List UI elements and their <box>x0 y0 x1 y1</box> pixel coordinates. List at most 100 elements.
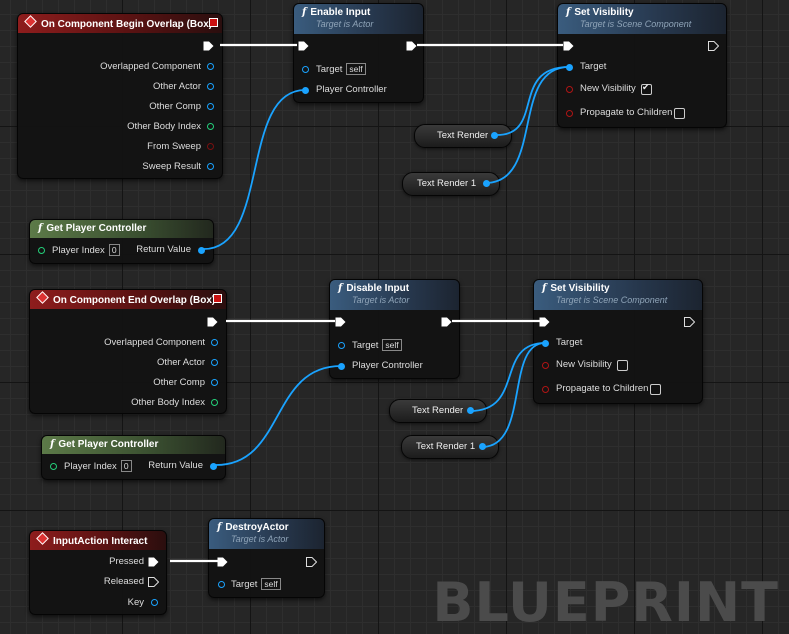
other-comp-pin[interactable] <box>211 379 218 386</box>
new-visibility-checkbox[interactable] <box>641 82 652 95</box>
variable-text-render[interactable]: Text Render <box>389 399 487 423</box>
player-index-pin[interactable] <box>50 463 57 470</box>
pin-label: From Sweep <box>147 141 201 152</box>
exec-in-pin[interactable] <box>563 41 574 51</box>
key-pin[interactable] <box>151 599 158 606</box>
overlapped-component-pin[interactable] <box>207 63 214 70</box>
node-subtitle: Target is Actor <box>231 534 289 544</box>
pin-label: Sweep Result <box>142 161 201 172</box>
node-inputaction-interact[interactable]: InputAction Interact Pressed Released Ke… <box>29 530 167 615</box>
other-body-index-pin[interactable] <box>207 123 214 130</box>
exec-out-pin[interactable] <box>708 41 719 51</box>
function-icon: f <box>542 283 547 294</box>
variable-label: Text Render 1 <box>417 178 477 189</box>
other-actor-pin[interactable] <box>211 359 218 366</box>
released-exec-pin[interactable] <box>148 577 159 587</box>
pin-label: Other Body Index <box>131 397 205 408</box>
exec-out-pin[interactable] <box>207 317 218 327</box>
node-title: Set Visibility <box>550 283 610 294</box>
pin-label: Player Controller <box>316 84 387 95</box>
pin-label: Return Value <box>148 460 203 471</box>
target-pin[interactable] <box>338 342 345 349</box>
player-index-pin[interactable] <box>38 247 45 254</box>
player-controller-wire <box>203 89 306 250</box>
target-pin[interactable] <box>218 581 225 588</box>
pin-label: Key <box>127 597 144 608</box>
exec-in-pin[interactable] <box>539 317 550 327</box>
exec-out-pin[interactable] <box>441 317 452 327</box>
pin-label: Other Body Index <box>127 121 201 132</box>
exec-out-pin[interactable] <box>684 317 695 327</box>
node-on-component-end-overlap[interactable]: On Component End Overlap (Box) Overlappe… <box>29 289 227 414</box>
from-sweep-pin[interactable] <box>207 143 214 150</box>
propagate-to-children-pin[interactable] <box>566 110 573 117</box>
return-value-pin[interactable] <box>210 463 217 470</box>
function-icon: f <box>50 439 55 450</box>
propagate-to-children-checkbox[interactable] <box>650 384 661 395</box>
function-icon: f <box>302 7 307 18</box>
variable-label: Text Render <box>437 130 489 141</box>
player-index-box[interactable]: 0 <box>108 244 120 256</box>
propagate-to-children-checkbox[interactable] <box>674 108 685 119</box>
new-visibility-checkbox[interactable] <box>617 360 628 371</box>
pin-label: Released <box>103 576 144 587</box>
new-visibility-pin[interactable] <box>566 86 573 93</box>
variable-text-render-1[interactable]: Text Render 1 <box>401 435 499 459</box>
pin-label: Pressed <box>109 556 144 567</box>
exec-in-pin[interactable] <box>217 557 228 567</box>
node-title: On Component End Overlap (Box) <box>53 295 216 306</box>
node-subtitle: Target is Scene Component <box>556 295 668 305</box>
other-body-index-pin[interactable] <box>211 399 218 406</box>
player-index-box[interactable]: 0 <box>120 460 132 472</box>
pin-label: Player Controller <box>352 360 423 371</box>
return-value-pin[interactable] <box>198 247 205 254</box>
pin-label: Return Value <box>136 244 191 255</box>
delegate-pin-icon[interactable] <box>213 294 222 303</box>
function-icon: f <box>338 283 343 294</box>
text-render-wire <box>496 66 570 136</box>
variable-text-render[interactable]: Text Render <box>414 124 512 148</box>
propagate-to-children-pin[interactable] <box>542 386 549 393</box>
exec-out-pin[interactable] <box>306 557 317 567</box>
exec-out-pin[interactable] <box>406 41 417 51</box>
other-comp-pin[interactable] <box>207 103 214 110</box>
sweep-result-pin[interactable] <box>207 163 214 170</box>
pin-label: Propagate to Children <box>580 107 673 118</box>
blueprint-watermark: BLUEPRINT <box>432 571 779 634</box>
target-pin[interactable] <box>302 66 309 73</box>
node-header: On Component Begin Overlap (Box) <box>18 14 222 33</box>
node-header: On Component End Overlap (Box) <box>30 290 226 309</box>
overlapped-component-pin[interactable] <box>211 339 218 346</box>
node-on-component-begin-overlap[interactable]: On Component Begin Overlap (Box) Overlap… <box>17 13 223 179</box>
target-self-box[interactable]: self <box>346 63 366 75</box>
other-actor-pin[interactable] <box>207 83 214 90</box>
exec-out-pin[interactable] <box>203 41 214 51</box>
delegate-pin-icon[interactable] <box>209 18 218 27</box>
target-self-box[interactable]: self <box>382 339 402 351</box>
node-title: Disable Input <box>346 283 410 294</box>
variable-label: Text Render 1 <box>416 441 476 452</box>
node-title: Enable Input <box>310 7 371 18</box>
new-visibility-pin[interactable] <box>542 362 549 369</box>
exec-in-pin[interactable] <box>335 317 346 327</box>
node-title: Get Player Controller <box>46 223 147 234</box>
node-title: Get Player Controller <box>58 439 159 450</box>
exec-in-pin[interactable] <box>298 41 309 51</box>
pressed-exec-pin[interactable] <box>148 557 159 567</box>
target-self-box[interactable]: self <box>261 578 281 590</box>
